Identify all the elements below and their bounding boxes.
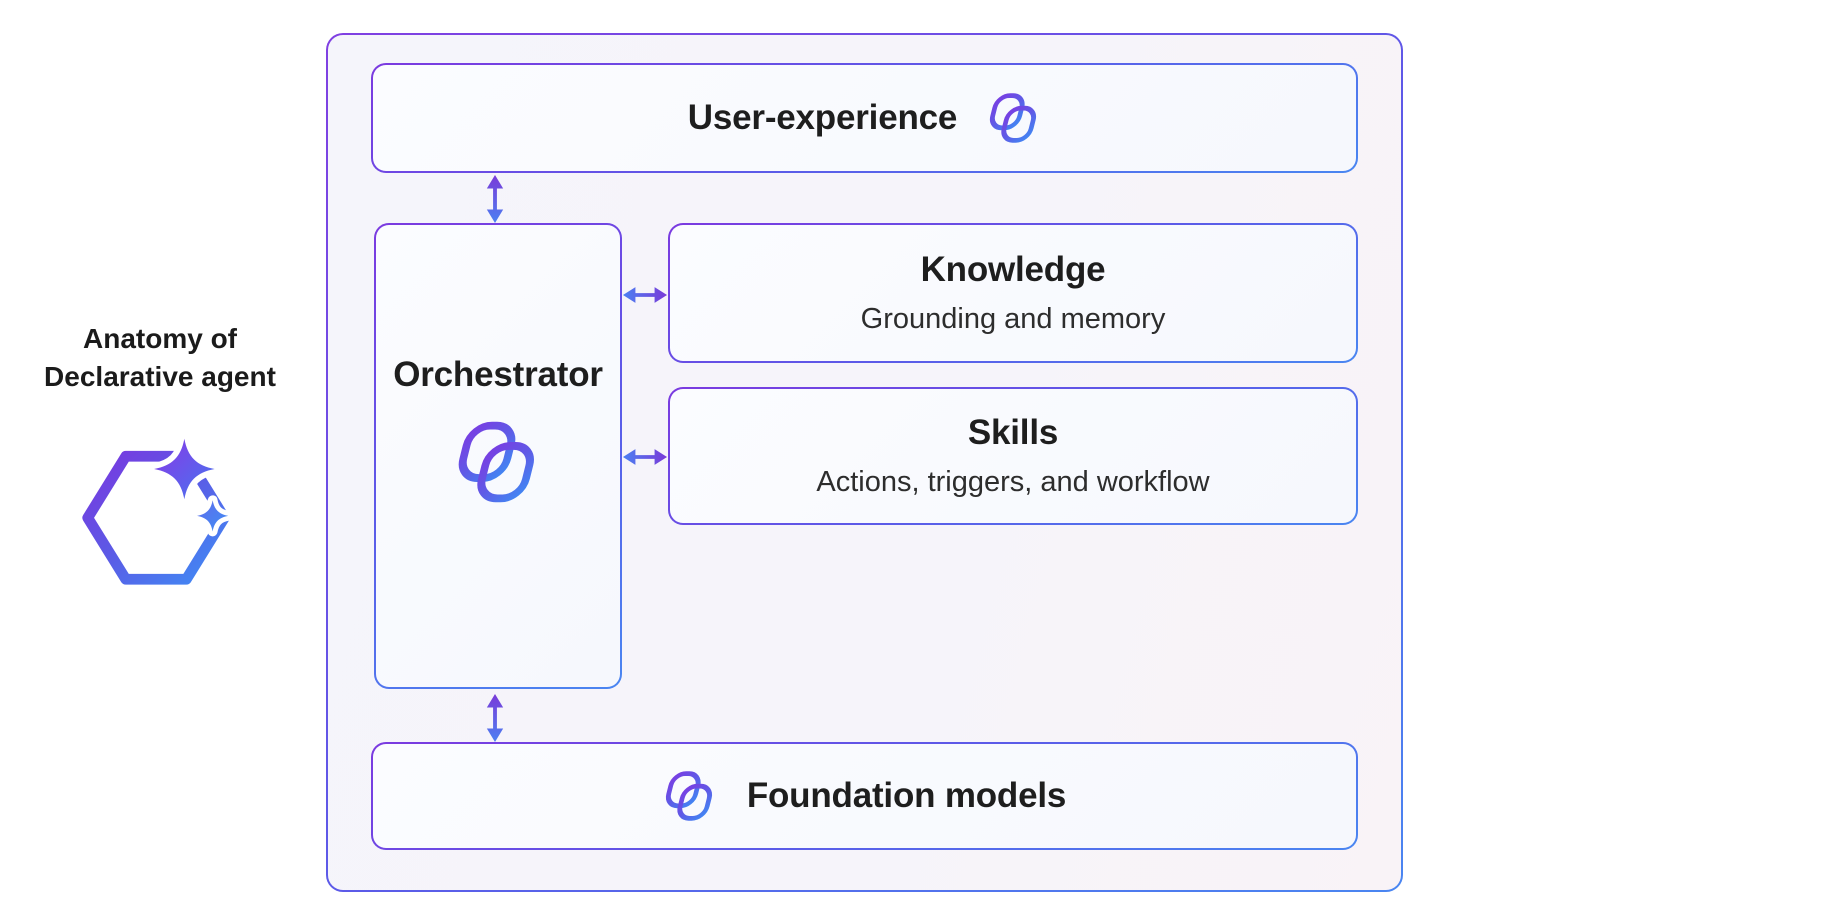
skills-title: Skills	[967, 413, 1059, 452]
arrow-user-experience-orchestrator	[486, 175, 504, 223]
arrow-orchestrator-foundation-models	[486, 694, 504, 742]
copilot-icon	[987, 93, 1041, 143]
declarative-agent-container-body: User-experience Orchestrator Knowledge G…	[328, 35, 1401, 890]
knowledge-title: Knowledge	[920, 250, 1106, 289]
orchestrator-box: Orchestrator	[374, 223, 622, 689]
declarative-agent-container: User-experience Orchestrator Knowledge G…	[326, 33, 1403, 892]
copilot-icon	[663, 771, 717, 821]
copilot-studio-icon	[78, 428, 238, 590]
user-experience-title: User-experience	[687, 98, 958, 137]
caption-line-1: Anatomy of	[83, 323, 237, 354]
skills-subtitle: Actions, triggers, and workflow	[816, 466, 1210, 498]
arrow-orchestrator-skills	[622, 449, 668, 465]
copilot-icon	[454, 421, 542, 503]
orchestrator-title: Orchestrator	[393, 355, 603, 394]
user-experience-box: User-experience	[371, 63, 1358, 173]
knowledge-box: Knowledge Grounding and memory	[668, 223, 1358, 363]
knowledge-subtitle: Grounding and memory	[860, 303, 1166, 335]
skills-box: Skills Actions, triggers, and workflow	[668, 387, 1358, 525]
foundation-models-title: Foundation models	[746, 776, 1067, 815]
diagram-caption: Anatomy of Declarative agent	[20, 320, 300, 396]
caption-line-2: Declarative agent	[44, 361, 276, 392]
arrow-orchestrator-knowledge	[622, 287, 668, 303]
foundation-models-box: Foundation models	[371, 742, 1358, 850]
